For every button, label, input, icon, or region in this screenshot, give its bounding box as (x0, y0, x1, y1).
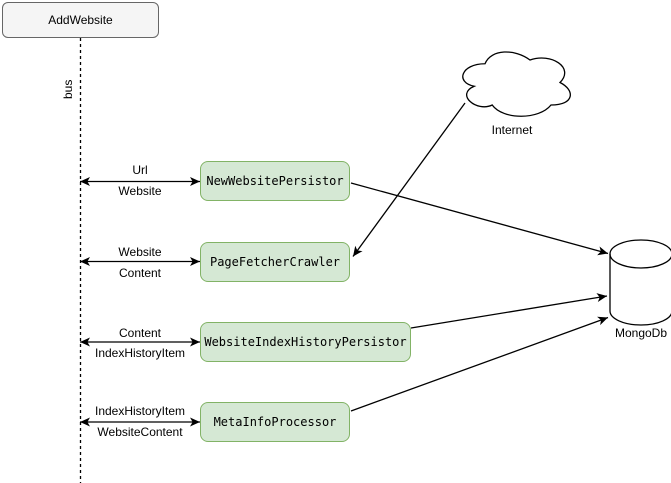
actor-addwebsite-label: AddWebsite (48, 13, 113, 27)
message-label-content-out: Content (118, 266, 162, 280)
message-label-website-in: Website (118, 245, 162, 259)
node-metainfoprocessor-label: MetaInfoProcessor (213, 415, 337, 429)
message-label-indexhistoryitem-out: IndexHistoryItem (94, 346, 186, 360)
internet-cloud-label: Internet (491, 123, 533, 137)
edge-internet-to-pagefetchercrawler (352, 102, 466, 257)
node-websiteindexhistorypersistor: WebsiteIndexHistoryPersistor (200, 322, 411, 362)
bus-label: bus (61, 79, 75, 99)
node-websiteindexhistorypersistor-label: WebsiteIndexHistoryPersistor (204, 335, 407, 349)
edge-websiteindexhistorypersistor-to-mongodb (410, 293, 608, 329)
message-label-website-out: Website (118, 184, 162, 198)
message-label-indexhistoryitem-in: IndexHistoryItem (94, 404, 186, 418)
mongodb-cylinder-shape (609, 239, 671, 326)
node-pagefetchercrawler-label: PageFetcherCrawler (209, 255, 341, 269)
node-newwebsitepersistor: NewWebsitePersistor (200, 161, 350, 201)
actor-addwebsite: AddWebsite (2, 2, 159, 38)
mongodb-label: MongoDb (614, 326, 668, 340)
node-newwebsitepersistor-label: NewWebsitePersistor (206, 174, 344, 188)
message-label-websitecontent: WebsiteContent (97, 425, 183, 439)
edge-metainfoprocessor-to-mongodb (350, 316, 609, 412)
internet-cloud-shape (462, 51, 571, 117)
message-label-content-in: Content (118, 326, 162, 340)
node-pagefetchercrawler: PageFetcherCrawler (200, 242, 350, 282)
mongodb-cylinder-rim (609, 253, 671, 269)
node-metainfoprocessor: MetaInfoProcessor (200, 402, 350, 442)
message-label-url: Url (132, 163, 148, 177)
edge-newwebsitepersistor-to-mongodb (350, 182, 609, 256)
